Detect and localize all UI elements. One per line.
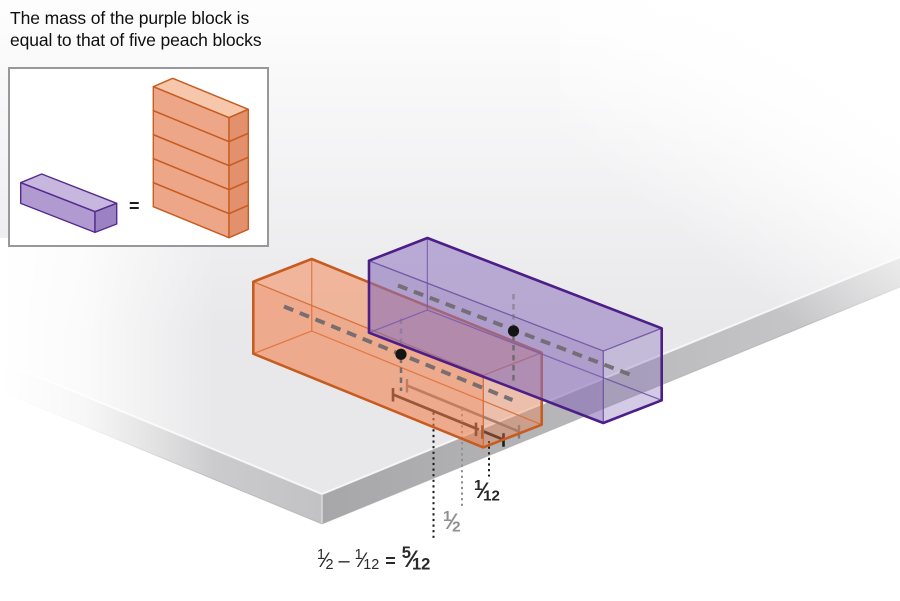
equation-result: 5⁄12 (401, 543, 431, 574)
fraction-half: 1⁄2 (443, 508, 461, 536)
equation-minus: – (338, 549, 350, 572)
legend-box (8, 67, 269, 247)
legend-purple-end-face (94, 202, 118, 234)
dimension-lines (391, 379, 521, 540)
legend-peach-block-end (228, 204, 250, 239)
white-fade-left (0, 238, 215, 548)
figure-title-line2: equal to that of five peach blocks (10, 30, 262, 50)
equation-equals: = (385, 550, 396, 571)
legend-equals-sign: = (129, 196, 140, 216)
peach-center-of-mass-dot (395, 348, 407, 360)
center-of-mass-marks (395, 283, 634, 391)
dimension-line-one-twelfth (481, 429, 505, 441)
equation-term1: 1⁄2 (317, 547, 334, 573)
purple-center-of-mass-dot (507, 325, 520, 337)
dimension-line-five-twelfths (392, 393, 480, 431)
label-one-twelfth: 1⁄12 (474, 477, 500, 504)
figure-title: The mass of the purple block is equal to… (10, 7, 290, 51)
legend-purple-block (20, 173, 118, 234)
figure-title-line1: The mass of the purple block is (10, 8, 250, 28)
equation-term2: 1⁄12 (354, 547, 380, 573)
fraction-one-twelfth: 1⁄12 (474, 477, 500, 505)
white-fade-top-right (560, 0, 900, 510)
label-half: 1⁄2 (443, 508, 461, 535)
equation: 1⁄2–1⁄12=5⁄12 (317, 543, 430, 574)
legend-peach-stack (152, 77, 250, 239)
purple-block-outline (367, 236, 664, 425)
purple-block (367, 236, 664, 425)
